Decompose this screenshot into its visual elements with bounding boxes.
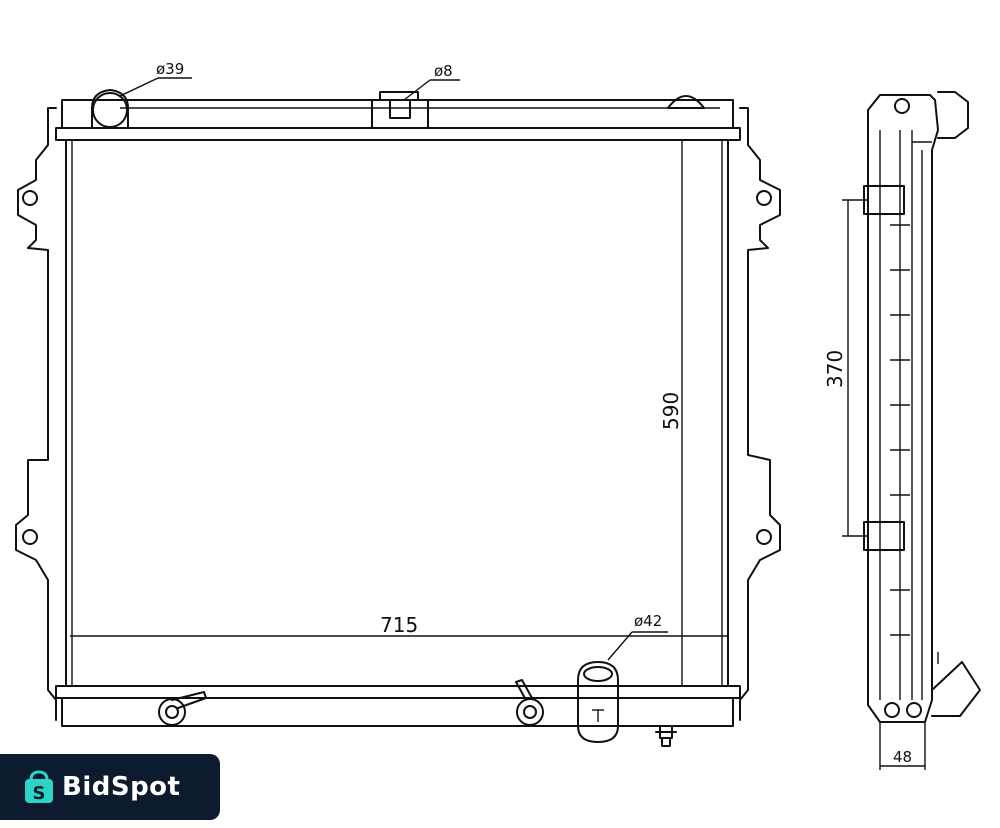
top-tank bbox=[55, 99, 741, 141]
side-fins bbox=[890, 224, 910, 636]
depth-dimension bbox=[879, 722, 926, 770]
radiator-core bbox=[65, 139, 729, 687]
height-label: 590 bbox=[659, 392, 683, 430]
side-outlet bbox=[884, 652, 981, 718]
bidspot-logo: S BidSpot bbox=[0, 754, 220, 820]
logo-text: BidSpot bbox=[62, 772, 181, 802]
front-view bbox=[15, 77, 781, 747]
drain-valve bbox=[655, 725, 677, 747]
shopping-bag-icon: S bbox=[25, 770, 53, 804]
width-label: 715 bbox=[380, 613, 418, 637]
height-dimension bbox=[672, 139, 692, 687]
logo-icon-letter: S bbox=[33, 783, 46, 804]
side-height-dimension bbox=[842, 199, 868, 537]
side-cap bbox=[894, 91, 969, 143]
side-height-label: 370 bbox=[823, 350, 847, 388]
top-mount-dome bbox=[667, 95, 705, 109]
drain-diameter-label: ø8 bbox=[434, 62, 453, 80]
outlet-diameter-label: ø42 bbox=[634, 612, 662, 630]
side-view bbox=[842, 91, 981, 770]
side-bracket-top bbox=[863, 185, 905, 215]
top-plug bbox=[371, 79, 460, 129]
bottom-tank bbox=[55, 685, 741, 727]
left-side-frame bbox=[15, 107, 57, 721]
inlet-neck bbox=[91, 77, 192, 129]
inlet-diameter-label: ø39 bbox=[156, 60, 184, 78]
bottom-fitting-mid bbox=[515, 679, 544, 726]
depth-label: 48 bbox=[893, 748, 912, 766]
right-side-frame bbox=[739, 107, 781, 721]
bottom-fitting-left bbox=[158, 691, 207, 726]
side-bracket-bottom bbox=[863, 521, 905, 551]
outlet-neck bbox=[577, 631, 668, 743]
side-outline bbox=[867, 94, 939, 723]
